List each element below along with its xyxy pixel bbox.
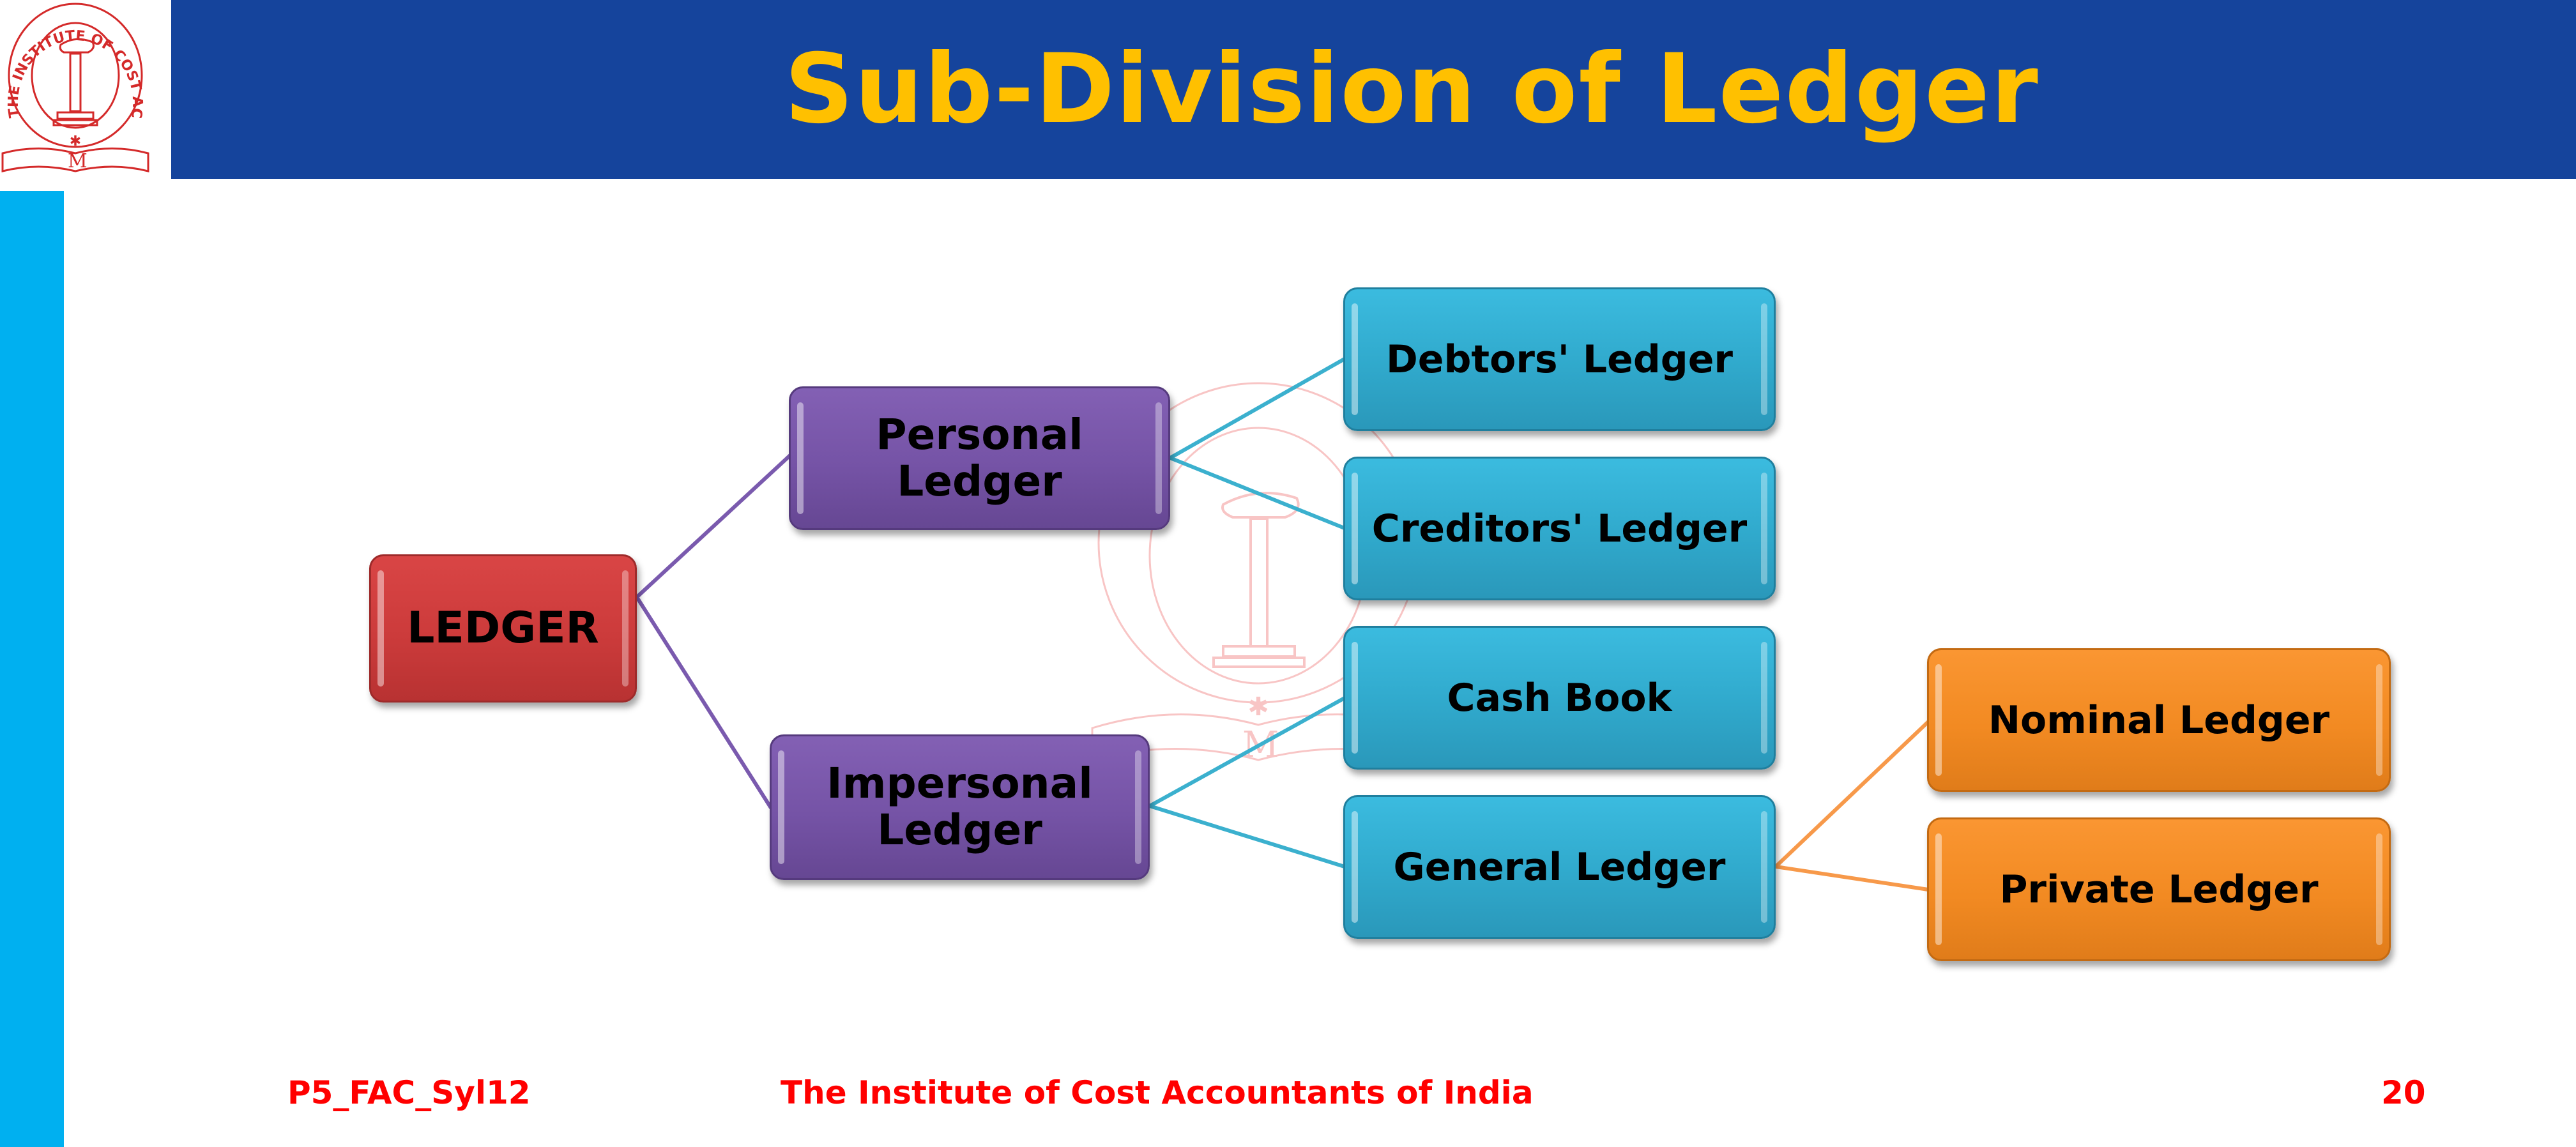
svg-text:✱: ✱ [1247,693,1269,721]
node-general-ledger: General Ledger [1343,795,1776,939]
node-cash-book-label: Cash Book [1447,675,1672,720]
footer-course-code: P5_FAC_Syl12 [287,1074,531,1111]
node-impersonal-ledger-label: Impersonal Ledger [827,759,1093,855]
connector-impersonal-general [1149,804,1345,869]
side-accent-strip [0,191,64,1147]
node-nominal-ledger-label: Nominal Ledger [1988,697,2330,743]
node-personal-ledger-label: Personal Ledger [876,409,1083,506]
institute-emblem-icon: THE INSTITUTE OF COST ACCOUNTANTS OF IND… [0,0,149,172]
node-debtors-ledger-label: Debtors' Ledger [1385,337,1734,382]
node-nominal-ledger: Nominal Ledger [1927,648,2391,792]
connector-impersonal-cashbook [1148,696,1346,808]
node-private-ledger-label: Private Ledger [1999,867,2319,912]
connector-ledger-personal [635,453,792,599]
slide-header: Sub-Division of Ledger [171,0,2576,179]
connector-personal-creditors [1169,456,1346,530]
svg-text:✱: ✱ [70,133,81,149]
connector-general-private [1775,865,1929,892]
node-ledger-label: LEDGER [407,602,599,653]
connector-personal-debtors [1169,357,1346,460]
node-impersonal-ledger: Impersonal Ledger [770,734,1150,880]
node-personal-ledger: Personal Ledger [789,386,1170,530]
connector-ledger-impersonal [635,596,773,809]
node-debtors-ledger: Debtors' Ledger [1343,287,1776,431]
footer-page-number: 20 [2381,1074,2426,1111]
node-cash-book: Cash Book [1343,626,1776,770]
institute-logo: THE INSTITUTE OF COST ACCOUNTANTS OF IND… [0,0,153,179]
node-ledger: LEDGER [369,554,637,703]
node-private-ledger: Private Ledger [1927,817,2391,961]
node-creditors-ledger-label: Creditors' Ledger [1371,506,1748,551]
connector-general-nominal [1774,720,1930,869]
footer-institute-name: The Institute of Cost Accountants of Ind… [781,1074,1534,1111]
svg-text:M: M [68,150,88,172]
node-general-ledger-label: General Ledger [1393,844,1726,890]
slide-title: Sub-Division of Ledger [784,34,2039,145]
node-creditors-ledger: Creditors' Ledger [1343,457,1776,600]
